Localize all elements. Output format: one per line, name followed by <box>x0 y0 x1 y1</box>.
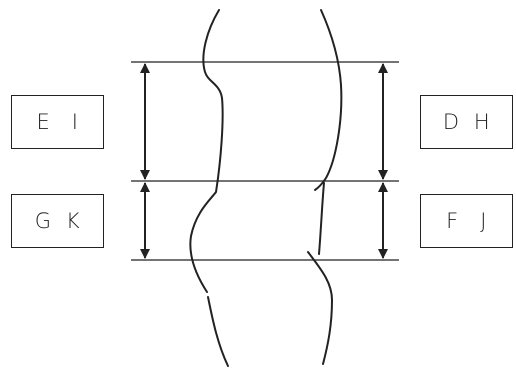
right-body-contour-lower <box>307 251 334 365</box>
right-body-contour-middle <box>318 182 325 255</box>
label-g-k-text: G K <box>34 209 81 233</box>
label-box-g-k: G K <box>11 194 104 248</box>
label-f-j-text: F J <box>446 209 487 233</box>
left-body-contour-upper <box>189 9 224 293</box>
left-body-contour-lower <box>207 296 229 367</box>
label-box-d-h: D H <box>420 95 513 149</box>
right-body-contour-upper <box>314 9 343 191</box>
label-d-h-text: D H <box>442 110 491 134</box>
label-box-f-j: F J <box>420 194 513 248</box>
label-e-i-text: E I <box>36 110 79 134</box>
label-box-e-i: E I <box>11 95 104 149</box>
